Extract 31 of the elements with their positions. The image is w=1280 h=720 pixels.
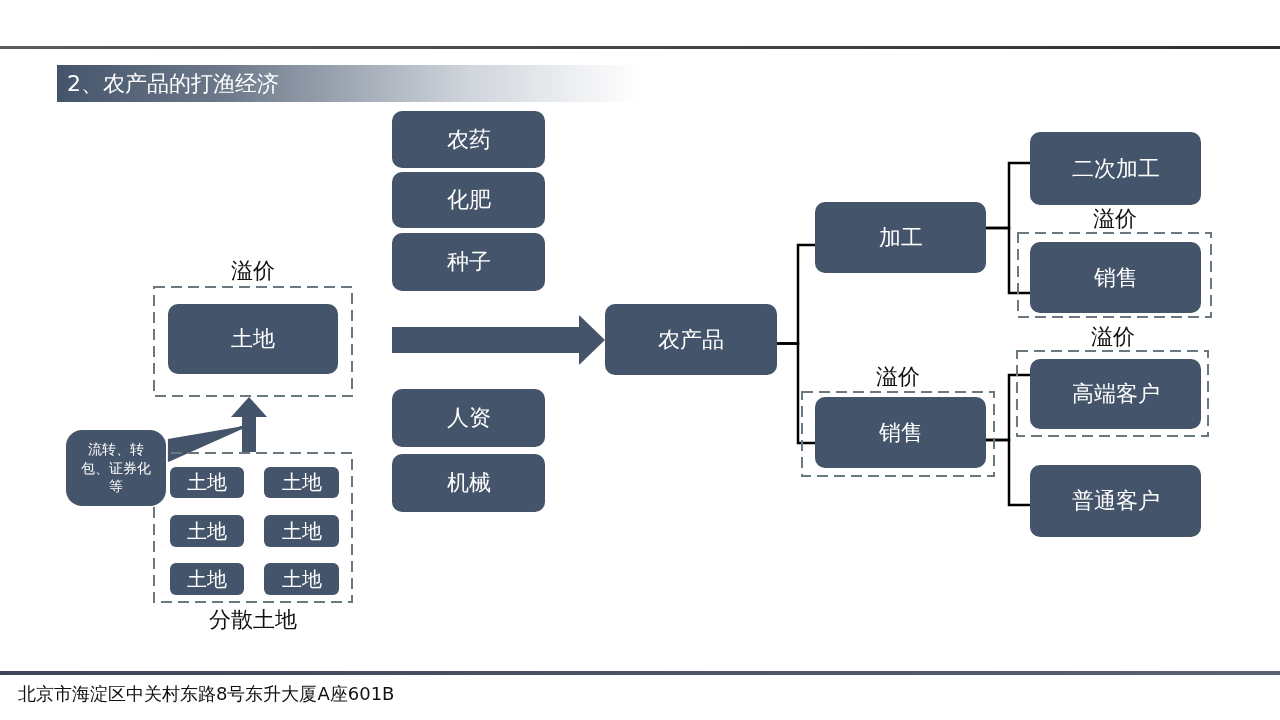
rounded-box: 人资: [392, 389, 545, 447]
bracket-line: [986, 438, 1030, 507]
block-arrow: [231, 397, 267, 452]
rounded-box: 土地: [264, 515, 339, 547]
rounded-box: 土地: [168, 304, 338, 374]
rounded-box: 农药: [392, 111, 545, 168]
rounded-box: 土地: [264, 563, 339, 595]
address-text: 北京市海淀区中关村东路8号东升大厦A座601B: [18, 683, 395, 705]
rounded-box: 普通客户: [1030, 465, 1201, 537]
rounded-box: 土地: [170, 515, 244, 547]
rounded-box: 机械: [392, 454, 545, 512]
bracket-line: [986, 226, 1030, 295]
rounded-box: 二次加工: [1030, 132, 1201, 205]
heading-label: 分散土地: [209, 609, 297, 631]
rounded-box: 种子: [392, 233, 545, 291]
rounded-box: 销售: [815, 397, 986, 468]
rounded-box: 土地: [264, 467, 339, 498]
rounded-box: 土地: [170, 563, 244, 595]
rounded-box: 加工: [815, 202, 986, 273]
bracket-line: [777, 342, 815, 445]
rounded-box: 土地: [170, 467, 244, 498]
heading-label: 溢价: [1090, 326, 1135, 348]
heading-label: 溢价: [1092, 208, 1137, 230]
rounded-box: 化肥: [392, 172, 545, 228]
rounded-box: 高端客户: [1030, 359, 1201, 429]
heading-label: 溢价: [876, 366, 920, 388]
block-arrow: [392, 315, 605, 365]
heading-label: 溢价: [231, 260, 275, 282]
rounded-box: 农产品: [605, 304, 777, 375]
rounded-box: 销售: [1030, 242, 1201, 313]
callout-bubble: 流转、转包、证券化等: [66, 430, 166, 506]
